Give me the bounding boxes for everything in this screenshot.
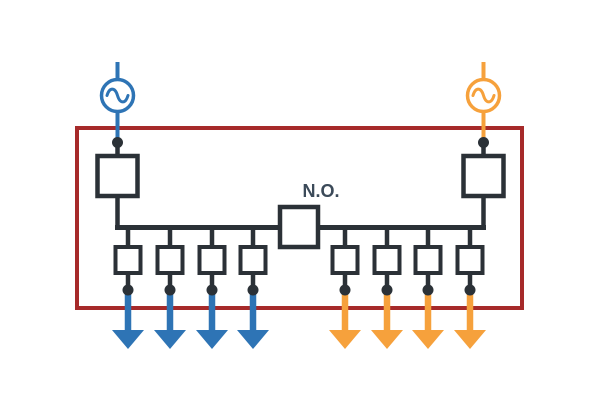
source-b xyxy=(465,62,502,143)
feeder-b-2 xyxy=(371,228,403,349)
junction-dot xyxy=(478,137,489,148)
load-arrow-head-icon xyxy=(237,330,269,349)
junction-dot xyxy=(112,137,123,148)
feeder-a-2 xyxy=(154,228,186,349)
source-a xyxy=(99,62,136,143)
junction-dot xyxy=(381,284,393,296)
tie-breaker xyxy=(277,204,321,250)
junction-dot xyxy=(122,284,134,296)
feeder-breaker xyxy=(455,245,485,275)
junction-dot xyxy=(422,284,434,296)
junction-dot xyxy=(247,284,259,296)
feeder-breaker xyxy=(372,245,402,275)
feeder-b-4 xyxy=(454,228,486,349)
main-breaker-b xyxy=(461,153,506,199)
load-arrow-head-icon xyxy=(454,330,486,349)
enclosure-outline xyxy=(75,126,524,310)
load-arrow-head-icon xyxy=(112,330,144,349)
main-breaker-a xyxy=(95,153,140,199)
feeders-side-a xyxy=(112,228,269,349)
feeder-breaker xyxy=(113,245,143,275)
sine-wave-icon xyxy=(471,87,496,104)
feeder-b-1 xyxy=(329,228,361,349)
junction-dot xyxy=(206,284,218,296)
load-arrow-head-icon xyxy=(154,330,186,349)
feeder-a-3 xyxy=(196,228,228,349)
feeder-breaker xyxy=(238,245,268,275)
feeder-breaker xyxy=(413,245,443,275)
feeder-a-4 xyxy=(237,228,269,349)
junction-dot xyxy=(464,284,476,296)
feeder-breaker xyxy=(330,245,360,275)
load-arrow-head-icon xyxy=(196,330,228,349)
junction-dot xyxy=(339,284,351,296)
sine-wave-icon xyxy=(105,87,130,104)
feeders-side-b xyxy=(329,228,486,349)
feeder-breaker xyxy=(155,245,185,275)
tie-breaker-label: N.O. xyxy=(302,181,339,201)
load-arrow-head-icon xyxy=(412,330,444,349)
load-arrow-head-icon xyxy=(329,330,361,349)
load-arrow-head-icon xyxy=(371,330,403,349)
feeder-breaker xyxy=(197,245,227,275)
junction-dot xyxy=(164,284,176,296)
feeder-b-3 xyxy=(412,228,444,349)
feeder-a-1 xyxy=(112,228,144,349)
